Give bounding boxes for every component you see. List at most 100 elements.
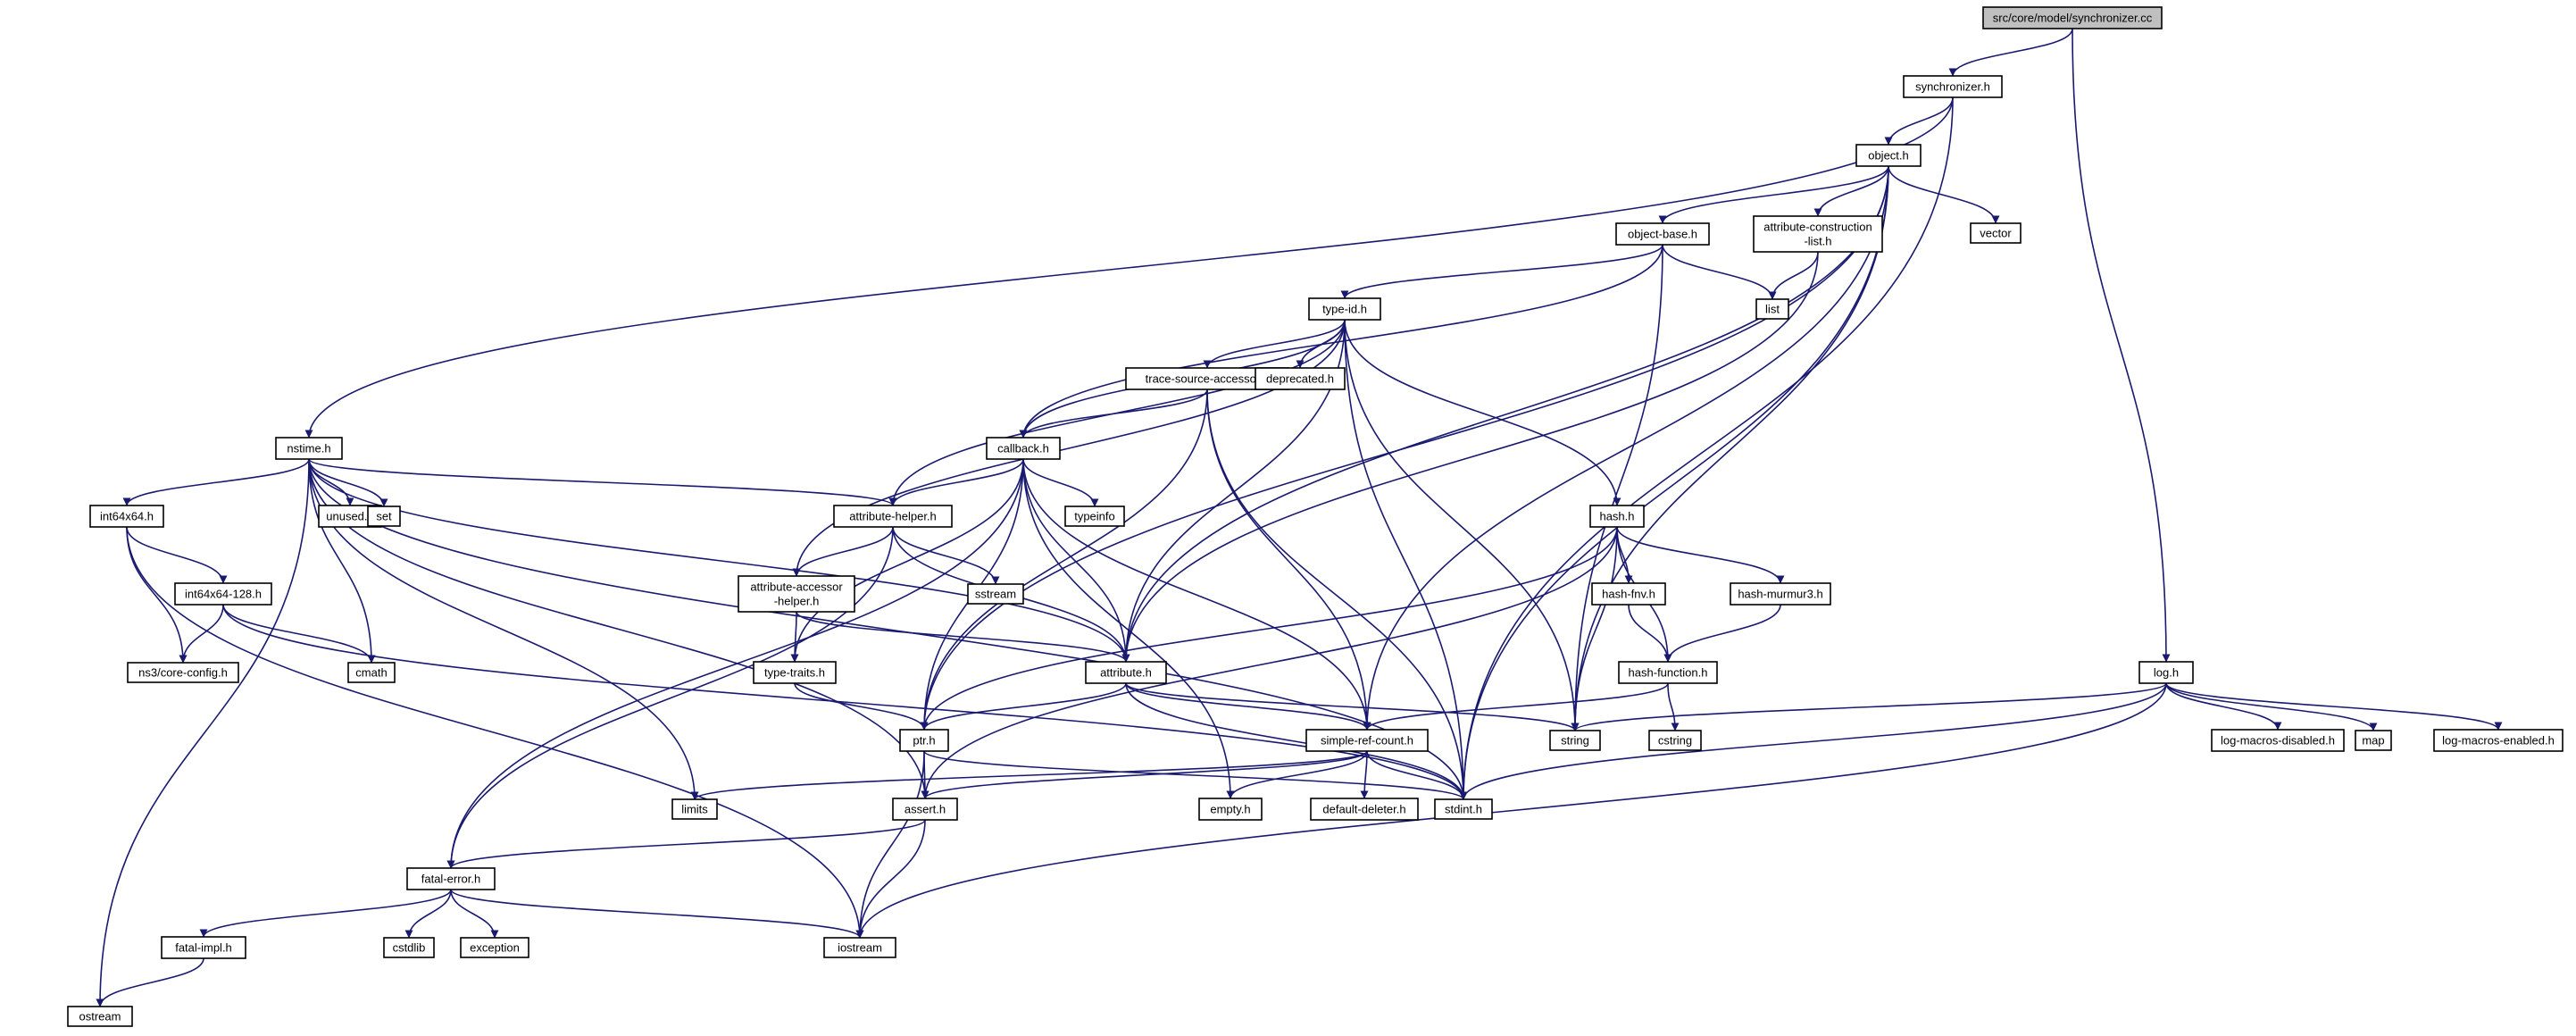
edge-fatal_error_h-to-iostream: [450, 889, 864, 939]
node-box[interactable]: [67, 1006, 133, 1027]
node-box[interactable]: [1255, 367, 1346, 390]
node-box[interactable]: [1615, 222, 1710, 246]
node-hash-function-h[interactable]: hash-function.h: [1618, 661, 1718, 684]
node-fatal-impl-h[interactable]: fatal-impl.h: [161, 936, 246, 959]
node-ostream[interactable]: ostream: [67, 1006, 133, 1027]
edge-callback_h-to-type_traits_h: [790, 458, 1024, 663]
node-log-h[interactable]: log.h: [2138, 661, 2194, 684]
node-sstream[interactable]: sstream: [967, 583, 1024, 605]
node-box[interactable]: [1591, 582, 1666, 606]
node-int64x64-128-h[interactable]: int64x64-128.h: [174, 582, 272, 606]
node-type-id-h[interactable]: type-id.h: [1308, 297, 1381, 321]
node-box[interactable]: [671, 798, 718, 820]
node-box[interactable]: [1753, 215, 1883, 253]
node-type-traits-h[interactable]: type-traits.h: [753, 661, 837, 684]
node-box[interactable]: [1308, 297, 1381, 321]
node-box[interactable]: [161, 936, 246, 959]
node-fatal-error-h[interactable]: fatal-error.h: [406, 867, 496, 890]
node-log-macros-dis-h[interactable]: log-macros-disabled.h: [2211, 729, 2345, 752]
node-ptr-h[interactable]: ptr.h: [899, 729, 949, 752]
node-label: fatal-impl.h: [175, 941, 232, 955]
node-box[interactable]: [1970, 222, 2022, 244]
node-box[interactable]: [1198, 798, 1263, 821]
node-attribute-h[interactable]: attribute.h: [1085, 661, 1167, 684]
node-box[interactable]: [2211, 729, 2345, 752]
node-box[interactable]: [1434, 798, 1493, 820]
node-box[interactable]: [1310, 798, 1419, 821]
node-box[interactable]: [833, 505, 953, 528]
node-box[interactable]: [275, 437, 343, 460]
node-object-base-h[interactable]: object-base.h: [1615, 222, 1710, 246]
node-nstime-h[interactable]: nstime.h: [275, 437, 343, 460]
node-callback-h[interactable]: callback.h: [986, 437, 1061, 460]
node-box[interactable]: [89, 505, 164, 528]
node-box[interactable]: [2355, 730, 2392, 751]
node-box[interactable]: [1648, 730, 1702, 751]
node-box[interactable]: [383, 937, 435, 958]
node-box[interactable]: [406, 867, 496, 890]
node-int64x64-h[interactable]: int64x64.h: [89, 505, 164, 528]
node-default-deleter-h[interactable]: default-deleter.h: [1310, 798, 1419, 821]
node-box[interactable]: [1903, 75, 2003, 98]
node-box[interactable]: [1589, 505, 1645, 528]
node-map[interactable]: map: [2355, 730, 2392, 751]
node-box[interactable]: [986, 437, 1061, 460]
node-iostream[interactable]: iostream: [823, 937, 896, 958]
node-box[interactable]: [2138, 661, 2194, 684]
node-box[interactable]: [174, 582, 272, 606]
node-cstdlib[interactable]: cstdlib: [383, 937, 435, 958]
node-box[interactable]: [1982, 6, 2163, 29]
node-attr-helper-h[interactable]: attribute-helper.h: [833, 505, 953, 528]
node-vector[interactable]: vector: [1970, 222, 2022, 244]
node-box[interactable]: [1730, 582, 1831, 606]
node-set[interactable]: set: [367, 505, 401, 527]
node-box[interactable]: [1549, 730, 1601, 751]
node-hash-fnv-h[interactable]: hash-fnv.h: [1591, 582, 1666, 606]
node-attr-accessor-h[interactable]: attribute-accessor-helper.h: [738, 575, 855, 613]
node-box[interactable]: [367, 505, 401, 527]
node-ns3-config-h[interactable]: ns3/core-config.h: [127, 662, 239, 683]
node-box[interactable]: [967, 583, 1024, 605]
node-typeinfo[interactable]: typeinfo: [1064, 505, 1125, 527]
node-box[interactable]: [1755, 298, 1789, 320]
node-box[interactable]: [1064, 505, 1125, 527]
node-box[interactable]: [1085, 661, 1167, 684]
node-log-macros-en-h[interactable]: log-macros-enabled.h: [2433, 729, 2563, 752]
node-box[interactable]: [347, 662, 396, 683]
node-box[interactable]: [892, 798, 958, 821]
node-box[interactable]: [2433, 729, 2563, 752]
node-box[interactable]: [1618, 661, 1718, 684]
node-box[interactable]: [823, 937, 896, 958]
node-box[interactable]: [1855, 144, 1922, 167]
node-box[interactable]: [899, 729, 949, 752]
node-root[interactable]: src/core/model/synchronizer.cc: [1982, 6, 2163, 29]
node-hash-murmur3-h[interactable]: hash-murmur3.h: [1730, 582, 1831, 606]
node-assert-h[interactable]: assert.h: [892, 798, 958, 821]
edge-log_h-to-map: [2165, 682, 2378, 731]
node-string[interactable]: string: [1549, 730, 1601, 751]
node-label: hash-murmur3.h: [1738, 588, 1822, 601]
edge-attribute_h-to-simple_ref_h: [1125, 682, 1371, 731]
node-empty-h[interactable]: empty.h: [1198, 798, 1263, 821]
edge-synchronizer_h-to-object_h: [1884, 96, 1954, 146]
node-box[interactable]: [738, 575, 855, 613]
node-object-h[interactable]: object.h: [1855, 144, 1922, 167]
node-box[interactable]: [127, 662, 239, 683]
node-label: empty.h: [1210, 803, 1250, 816]
node-cstring[interactable]: cstring: [1648, 730, 1702, 751]
node-box[interactable]: [1305, 729, 1429, 752]
node-list[interactable]: list: [1755, 298, 1789, 320]
node-simple-ref-h[interactable]: simple-ref-count.h: [1305, 729, 1429, 752]
edge-object_h-to-attribute_h: [1121, 165, 1889, 663]
node-limits[interactable]: limits: [671, 798, 718, 820]
node-box[interactable]: [460, 937, 529, 958]
node-stdint-h[interactable]: stdint.h: [1434, 798, 1493, 820]
edge-type_id_h-to-stdint_h: [1344, 319, 1468, 800]
node-deprecated-h[interactable]: deprecated.h: [1255, 367, 1346, 390]
node-synchronizer-h[interactable]: synchronizer.h: [1903, 75, 2003, 98]
node-exception[interactable]: exception: [460, 937, 529, 958]
node-cmath[interactable]: cmath: [347, 662, 396, 683]
node-attr-constr-h[interactable]: attribute-construction-list.h: [1753, 215, 1883, 253]
node-box[interactable]: [753, 661, 837, 684]
node-hash-h[interactable]: hash.h: [1589, 505, 1645, 528]
